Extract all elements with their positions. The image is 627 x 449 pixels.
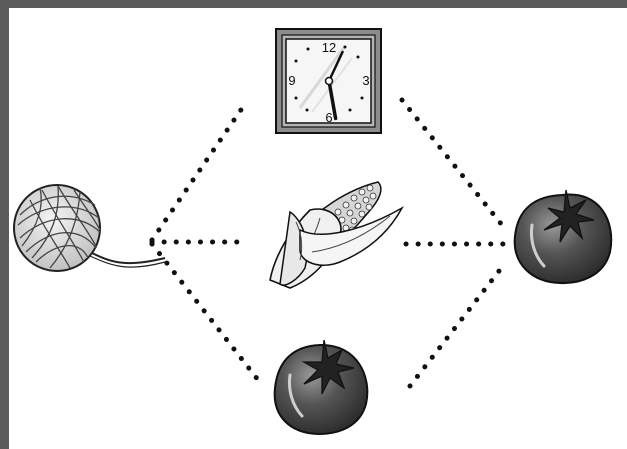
clock-number-9: 9: [288, 73, 295, 88]
line-yarn-tomato-bottom: [152, 244, 262, 385]
yarn-ball-icon: [14, 185, 165, 271]
tomato-bottom-icon: [275, 340, 368, 434]
tomato-right-icon: [515, 190, 612, 283]
line-tomato-bottom-tomato-right: [410, 262, 506, 386]
clock-number-12: 12: [322, 40, 336, 55]
clock-number-3: 3: [362, 73, 369, 88]
line-yarn-clock: [152, 101, 247, 240]
corn-icon: [270, 182, 402, 288]
clock-number-6: 6: [325, 110, 332, 125]
clock-icon: 12 3 6 9: [276, 29, 381, 133]
line-clock-tomato-right: [402, 100, 506, 230]
